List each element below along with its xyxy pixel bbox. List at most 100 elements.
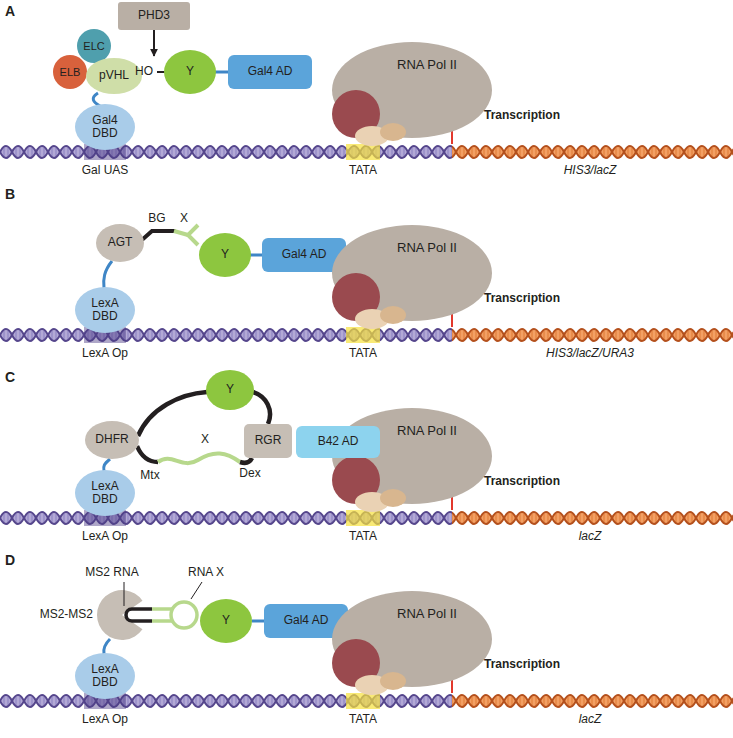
site-label: LexA Op [82,347,128,360]
node-text: Y [221,248,229,261]
protein-fill [332,408,492,504]
node-text: Gal4 AD [284,614,329,627]
prey-protein: Y [200,599,252,643]
protein-fill [75,470,135,516]
enzyme-box: PHD3 [118,2,190,30]
node-text: ELB [60,66,81,78]
node-text: B42 AD [318,435,359,448]
molecule-label: X [201,433,209,446]
site-label: LexA Op [82,713,128,726]
transcription-label: Transcription [484,475,560,488]
box-fill [118,2,190,30]
benzylguanine-linker [143,231,174,239]
linker [104,261,112,288]
gene-label: HIS3/lacZ [564,164,617,177]
elongin-circle: ELB [53,55,87,89]
node-text: Gal4 AD [248,65,293,78]
transcription-label: Transcription [484,109,560,122]
ligand [188,225,198,245]
protein-fill [332,42,492,138]
prey-protein: Y [164,50,216,94]
activation-domain: Gal4 AD [228,55,312,89]
protein-fill [332,591,492,687]
site-label: Gal UAS [82,164,129,177]
protein-fill [97,590,142,640]
node-text: LexA DBD [85,480,125,506]
site-label: LexA Op [82,530,128,543]
general-factor [380,672,406,690]
site-label: TATA [349,347,377,360]
node-text: Y [186,65,194,78]
box-fill [228,55,312,89]
protein-fill [96,224,144,262]
node-text: RNA Pol II [397,607,457,621]
hydroxylation-arrow [153,30,155,56]
molecule-label: Dex [239,467,260,480]
node-text: PHD3 [138,9,170,22]
rna-polymerase: RNA Pol II [332,591,492,687]
linker [104,639,110,654]
rna-hairpin [126,609,152,621]
shape-outline [97,590,147,640]
molecule-label: Mtx [140,469,159,482]
node-text: Y [226,383,234,396]
gene-label: lacZ [579,530,602,543]
node-text: pVHL [99,69,129,82]
node-text: RGR [255,434,282,447]
site-label: TATA [349,164,377,177]
transcription-label: Transcription [484,658,560,671]
node-text: LexA DBD [85,663,125,689]
rna-binding-protein: MS2-MS2 [97,590,147,640]
panel-letter: A [5,4,15,19]
dna-binding-domain: LexA DBD [75,470,135,516]
binding-bracket [138,392,207,436]
molecule-label: RNA X [188,566,224,579]
shape-outline [332,225,492,321]
rna-polymerase: RNA Pol II [332,225,492,321]
node-text: Y [222,614,230,627]
elongin-circle: ELC [77,29,111,63]
panel-letter: D [5,553,15,568]
node-text: ELC [83,40,104,52]
protein-fill [164,50,216,94]
protein-fill [77,29,111,63]
node-text: LexA DBD [85,297,125,323]
bait-protein: AGT [96,224,144,262]
node-text: RNA Pol II [397,58,457,72]
protein-fill [200,599,252,643]
linker [250,254,263,257]
molecule-label: X [180,212,188,225]
prey-protein: Y [199,233,251,277]
bait-protein: pVHL [86,58,142,94]
receptor-box: RGR [244,424,292,458]
general-factor [380,306,406,324]
node-text: DHFR [95,433,128,446]
protein-fill [86,58,142,94]
methotrexate [137,446,158,462]
transcription-label: Transcription [484,292,560,305]
shape-outline [332,591,492,687]
modification-label: HO [135,65,153,78]
bait-protein: DHFR [85,421,139,459]
dna-binding-domain: LexA DBD [75,653,135,699]
rna-x-loop [171,602,197,628]
panel-letter: C [5,370,15,385]
rna-polymerase: RNA Pol II [332,42,492,138]
dexamethasone [240,458,252,463]
protein-fill [85,421,139,459]
node-text: RNA Pol II [397,241,457,255]
node-text: Gal4 DBD [85,114,125,140]
node-text: RNA Pol II [397,424,457,438]
dna-binding-domain: LexA DBD [75,287,135,333]
node-text: Gal4 AD [282,248,327,261]
site-label: TATA [349,713,377,726]
leader-line [191,582,202,599]
small-molecule-x [158,453,240,463]
activation-domain: B42 AD [296,426,380,458]
gene-label: HIS3/lacZ/URA3 [546,347,634,360]
panel-letter: B [5,187,15,202]
protein-fill [75,287,135,333]
